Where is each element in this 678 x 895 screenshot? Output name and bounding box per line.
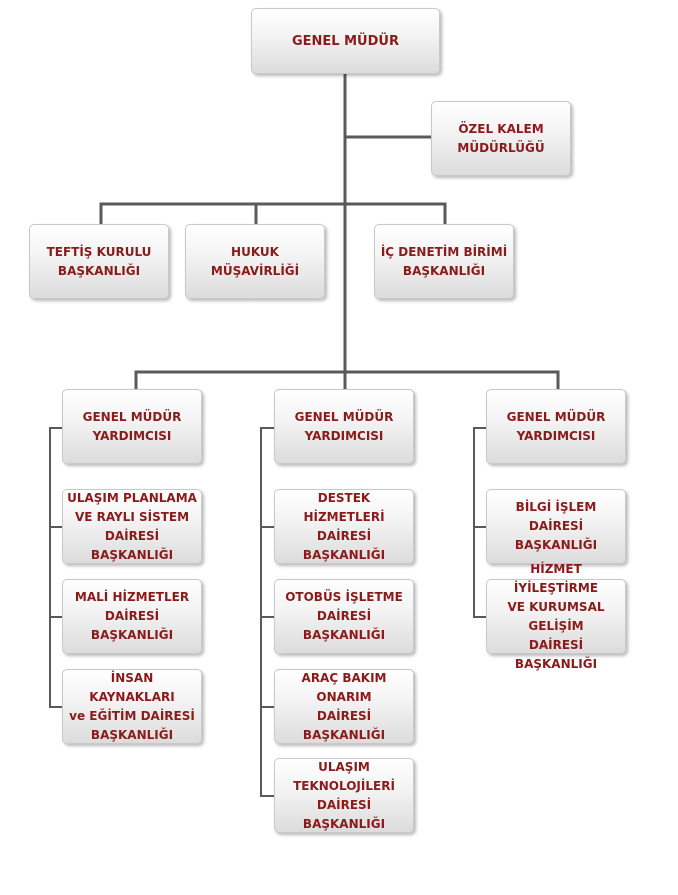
internal-audit-box: İÇ DENETİM BİRİMİ BAŞKANLIĞI — [374, 224, 514, 299]
d1-unit-human-resources: İNSAN KAYNAKLARI ve EĞİTİM DAİRESİ BAŞKA… — [62, 669, 202, 744]
d2-unit-vehicle-maintenance: ARAÇ BAKIM ONARIM DAİRESİ BAŞKANLIĞI — [274, 669, 414, 744]
d3-unit-service-improvement: HİZMET İYİLEŞTİRME VE KURUMSAL GELİŞİM D… — [486, 562, 626, 671]
deputy-2-box: GENEL MÜDÜR YARDIMCISI — [274, 389, 414, 464]
inspection-board-box: TEFTİŞ KURULU BAŞKANLIĞI — [29, 224, 169, 299]
d2-unit-support-services: DESTEK HİZMETLERİ DAİRESİ BAŞKANLIĞI — [274, 489, 414, 564]
d2-unit-transport-technologies: ULAŞIM TEKNOLOJİLERİ DAİRESİ BAŞKANLIĞI — [274, 758, 414, 833]
legal-counsel-box: HUKUK MÜŞAVİRLİĞİ — [185, 224, 325, 299]
d3-unit-information-technology: BİLGİ İŞLEM DAİRESİ BAŞKANLIĞI — [486, 489, 626, 564]
deputy-1-box: GENEL MÜDÜR YARDIMCISI — [62, 389, 202, 464]
private-office-box: ÖZEL KALEM MÜDÜRLÜĞÜ — [431, 101, 571, 176]
deputy-3-box: GENEL MÜDÜR YARDIMCISI — [486, 389, 626, 464]
d1-unit-financial-services: MALİ HİZMETLER DAİRESİ BAŞKANLIĞI — [62, 579, 202, 654]
d1-unit-transport-planning: ULAŞIM PLANLAMA VE RAYLI SİSTEM DAİRESİ … — [62, 489, 202, 564]
general-manager-box: GENEL MÜDÜR — [251, 8, 440, 74]
d2-unit-bus-operations: OTOBÜS İŞLETME DAİRESİ BAŞKANLIĞI — [274, 579, 414, 654]
